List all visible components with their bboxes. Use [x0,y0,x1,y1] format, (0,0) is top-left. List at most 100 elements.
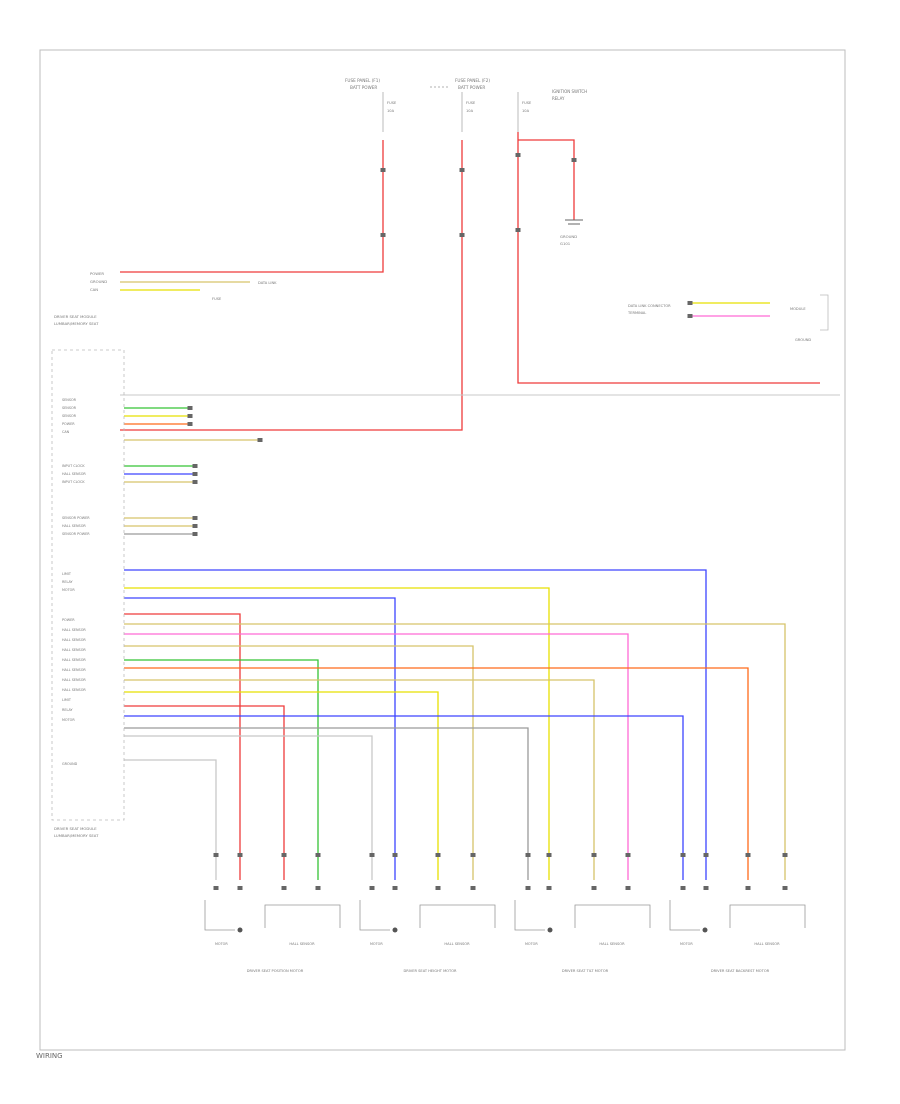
module-name-top: DRIVER SEAT MODULE [54,314,97,319]
harness-connector [745,853,751,857]
motor-pin-3 [547,927,553,933]
harness-wire-8 [124,667,749,880]
stub-connector [192,516,198,520]
ecu-pin-label-16: HALL SENSOR [62,638,86,642]
data-link-label: DATA LINK [258,281,277,285]
harness-connector [369,853,375,857]
ecu-pin-label-23: RELAY [62,708,74,712]
fuse-stub-rating: 10A [522,109,530,113]
ecu-pin-label-24: MOTOR [62,718,75,722]
ecu-pin-label-10: SENSOR POWER [62,532,90,536]
ecu-pin-label-3: POWER [62,422,75,426]
unit-label-4: DRIVER SEAT BACKREST MOTOR [711,969,770,973]
harness-connector [213,853,219,857]
ecu-connector-block [51,349,125,821]
harness-connector [591,853,597,857]
harness-connector [281,886,287,890]
motor-label-1: MOTOR [215,942,228,946]
splice-connector [459,233,465,237]
ecu-pin-label-1: SENSOR [62,406,77,410]
harness-wire-15 [124,759,217,880]
right-connector-pin [687,301,693,305]
ecu-pin-label-15: HALL SENSOR [62,628,86,632]
ecu-label-ground: GROUND [90,279,107,284]
splice-connector [380,233,386,237]
hall-sensor-box-3 [574,904,651,928]
harness-connector [392,886,398,890]
motor-label-2: MOTOR [370,942,383,946]
harness-wire-11 [124,705,285,880]
fuse-stub-label: FUSE [387,101,397,105]
ground-label: GROUND [560,234,577,239]
harness-wire-0 [124,569,707,880]
power-feed-wire-2 [120,140,463,431]
ecu-pin-label-7: INPUT CLOCK [62,480,85,484]
motor-pin-2 [392,927,398,933]
right-connector-label: DATA LINK CONNECTOR [628,304,671,308]
diagram-frame [39,49,846,1051]
ecu-pin-label-20: HALL SENSOR [62,678,86,682]
fuse-label: FUSE [212,297,222,301]
harness-wire-13 [124,727,529,880]
ecu-pin-label-12: RELAY [62,580,74,584]
hall-sensor-label-4: HALL SENSOR [754,942,780,946]
module-sub-bottom: LUMBAR/MEMORY SEAT [54,833,99,838]
harness-wire-14 [124,735,373,880]
harness-wire-12 [124,715,684,880]
ecu-label-can: CAN [90,287,98,292]
stub-connector [192,472,198,476]
page-reference: WIRING [36,1052,63,1060]
harness-connector [237,853,243,857]
harness-connector [435,853,441,857]
ecu-pin-label-5: INPUT CLOCK [62,464,85,468]
fuse-stub-label: FUSE [466,101,476,105]
harness-connector [782,886,788,890]
harness-connector [591,886,597,890]
hall-sensor-label-2: HALL SENSOR [444,942,470,946]
ecu-pin-label-0: SENSOR [62,398,77,402]
harness-wire-1 [124,587,550,880]
ecu-pin-label-11: LIMIT [62,572,72,576]
fuse-stub-rating: 10A [466,109,474,113]
harness-wire-9 [124,679,595,880]
harness-connector [315,886,321,890]
harness-connector [625,853,631,857]
stub-connector [187,406,193,410]
hall-sensor-box-4 [729,904,806,928]
fuse-panel-1-label: FUSE PANEL (F1) [345,78,380,83]
ecu-pin-label-21: HALL SENSOR [62,688,86,692]
fuse-stub-rating: 10A [387,109,395,113]
hall-sensor-label-3: HALL SENSOR [599,942,625,946]
harness-connector [470,853,476,857]
harness-connector [680,853,686,857]
harness-wire-7 [124,659,319,880]
stub-connector [257,438,263,442]
ecu-pin-label-17: HALL SENSOR [62,648,86,652]
harness-connector [782,853,788,857]
power-feed-wire-1 [120,140,384,273]
harness-connector [680,886,686,890]
harness-connector [703,886,709,890]
harness-wire-2 [124,597,396,880]
unit-label-3: DRIVER SEAT TILT MOTOR [562,969,609,973]
harness-connector [525,886,531,890]
fuse-panel-2-sub: BATT POWER [458,85,485,90]
ecu-pin-label-22: LIMIT [62,698,72,702]
ignition-branch-wire [518,139,575,220]
motor-pin-1 [237,927,243,933]
ignition-feed-wire [517,132,820,384]
harness-wire-3 [124,613,241,880]
splice-connector [459,168,465,172]
right-module-bracket [820,294,829,331]
stub-connector [192,464,198,468]
splice-connector [380,168,386,172]
stub-connector [187,422,193,426]
right-connector-sub: TERMINAL [627,311,646,315]
ecu-pin-label-25: GROUND [62,762,78,766]
harness-connector [213,886,219,890]
ground-id-label: G101 [560,241,571,246]
stub-connector [192,524,198,528]
